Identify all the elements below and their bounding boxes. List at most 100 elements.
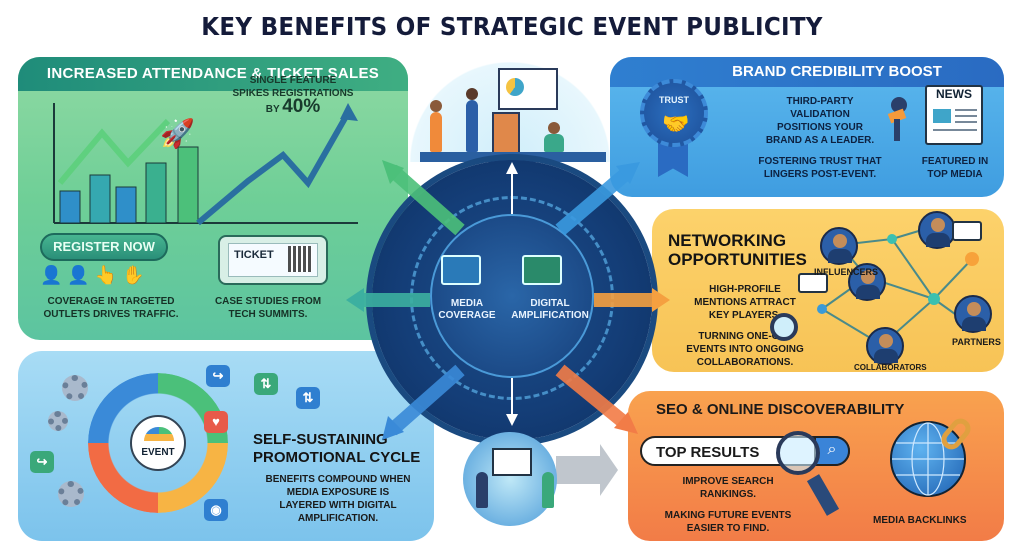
person-head bbox=[466, 88, 478, 100]
ribbon-icon bbox=[658, 143, 688, 177]
page-title: KEY BENEFITS OF STRATEGIC EVENT PUBLICIT… bbox=[201, 12, 823, 41]
ticket-icon: TICKET bbox=[218, 235, 328, 285]
brand-description: THIRD-PARTY VALIDATION POSITIONS YOUR BR… bbox=[750, 95, 890, 181]
register-now-button[interactable]: REGISTER NOW bbox=[40, 233, 168, 261]
event-bubble-icon: EVENT bbox=[130, 415, 186, 471]
text-line: MAKING FUTURE EVENTS bbox=[664, 510, 792, 521]
caption-line: OUTLETS DRIVES TRAFFIC. bbox=[43, 309, 179, 320]
person-figure bbox=[542, 472, 554, 508]
pie-chart-icon bbox=[506, 78, 524, 96]
retweet-icon: ⇅ bbox=[254, 373, 278, 395]
search-bar[interactable]: TOP RESULTS ⌕ bbox=[640, 436, 850, 466]
search-text: TOP RESULTS bbox=[656, 444, 760, 461]
magnifier-icon bbox=[770, 313, 798, 341]
person-figure bbox=[476, 472, 488, 508]
heart-icon: ♥ bbox=[204, 411, 228, 433]
text-line: POSITIONS YOUR bbox=[777, 122, 863, 133]
attendance-header: INCREASED ATTENDANCE & TICKET SALES bbox=[18, 57, 408, 91]
label-line: MEDIA bbox=[450, 298, 484, 309]
person-avatar bbox=[866, 327, 904, 365]
seo-panel: SEO & ONLINE DISCOVERABILITY TOP RESULTS… bbox=[628, 391, 1004, 541]
id-card-icon bbox=[798, 273, 828, 293]
presenter-figure bbox=[466, 100, 478, 152]
text-line: VALIDATION bbox=[790, 109, 850, 120]
influencers-label: INFLUENCERS bbox=[814, 267, 879, 277]
stage-base bbox=[420, 152, 606, 162]
event-label: EVENT bbox=[141, 447, 175, 458]
gear-icon bbox=[58, 481, 84, 507]
search-icon[interactable]: ⌕ bbox=[814, 436, 850, 466]
text-line: EVENTS INTO ONGOING bbox=[686, 344, 804, 355]
globe-icon bbox=[890, 421, 966, 497]
id-card-icon bbox=[952, 221, 982, 241]
person-avatar bbox=[820, 227, 858, 265]
collaborators-label: COLLABORATORS bbox=[854, 363, 927, 372]
person-avatar bbox=[848, 263, 886, 301]
registration-callout: SINGLE FEATURE SPIKES REGISTRATIONS BY 4… bbox=[223, 74, 363, 116]
newspaper-icon bbox=[441, 255, 481, 285]
brand-credibility-panel: BRAND CREDIBILITY BOOST TRUST 🤝 THIRD-PA… bbox=[610, 57, 1004, 197]
callout-line: SPIKES REGISTRATIONS bbox=[232, 88, 354, 99]
cycle-header: SELF-SUSTAINING PROMOTIONAL CYCLE bbox=[253, 431, 420, 467]
magnifying-glass-icon bbox=[776, 431, 820, 475]
networking-header: NETWORKING OPPORTUNITIES bbox=[668, 231, 807, 269]
person-avatar bbox=[954, 295, 992, 333]
text-line: AMPLIFICATION. bbox=[297, 513, 379, 524]
camera-icon: ◉ bbox=[204, 499, 228, 521]
text-line: IMPROVE SEARCH bbox=[682, 476, 774, 487]
networking-description: HIGH-PROFILE MENTIONS ATTRACT KEY PLAYER… bbox=[670, 283, 820, 369]
header-line: NETWORKING bbox=[668, 231, 787, 250]
label-line: COVERAGE bbox=[438, 310, 496, 321]
text-line: BENEFITS COMPOUND WHEN bbox=[265, 474, 411, 485]
brand-caption: FEATURED IN TOP MEDIA bbox=[915, 155, 995, 181]
callout-value: 40% bbox=[282, 96, 321, 117]
laptop-megaphone-icon bbox=[522, 255, 562, 285]
text-line: MENTIONS ATTRACT bbox=[694, 297, 796, 308]
share-icon: ↪ bbox=[206, 365, 230, 387]
podium-icon bbox=[492, 112, 520, 154]
ticket-label: TICKET bbox=[234, 249, 274, 261]
brand-header: BRAND CREDIBILITY BOOST bbox=[610, 57, 1004, 87]
attendance-caption-right: CASE STUDIES FROM TECH SUMMITS. bbox=[203, 295, 333, 321]
person-avatar bbox=[918, 211, 956, 249]
handshake-icon: 🤝 bbox=[662, 111, 690, 136]
label-line: DIGITAL bbox=[530, 298, 570, 309]
attendance-caption-left: COVERAGE IN TARGETED OUTLETS DRIVES TRAF… bbox=[36, 295, 186, 321]
gear-icon bbox=[62, 375, 88, 401]
rocket-icon: 🚀 bbox=[160, 118, 195, 149]
news-label: NEWS bbox=[936, 87, 972, 101]
promotional-cycle-panel: EVENT ↪ ⇅ ⇅ ♥ ↪ ◉ SELF-SUSTAINING PROMOT… bbox=[18, 351, 434, 541]
badge-label: TRUST bbox=[659, 95, 689, 105]
attendance-panel: INCREASED ATTENDANCE & TICKET SALES 🚀 SI… bbox=[18, 57, 408, 340]
microphone-icon bbox=[887, 97, 907, 141]
networking-panel: NETWORKING OPPORTUNITIES HIGH-PROFILE ME… bbox=[652, 209, 1004, 372]
text-line: BRAND AS A LEADER. bbox=[765, 135, 875, 146]
text-line: TURNING ONE-OFF bbox=[698, 331, 792, 342]
caption-line: COVERAGE IN TARGETED bbox=[47, 296, 175, 307]
reporter-figure bbox=[544, 134, 564, 152]
newspaper-icon: NEWS bbox=[925, 85, 983, 145]
seo-description: IMPROVE SEARCH RANKINGS. bbox=[658, 475, 798, 501]
text-line: RANKINGS. bbox=[699, 489, 757, 500]
person-figure bbox=[430, 112, 442, 152]
text-line: THIRD-PARTY bbox=[786, 96, 854, 107]
header-line: SELF-SUSTAINING bbox=[253, 431, 388, 448]
media-coverage-label: MEDIA COVERAGE bbox=[432, 298, 502, 322]
hub-core bbox=[430, 214, 594, 378]
media-backlinks-label: MEDIA BACKLINKS bbox=[873, 515, 967, 526]
qr-code-icon bbox=[288, 246, 312, 272]
caption-line: TOP MEDIA bbox=[927, 169, 983, 180]
chart-board-icon bbox=[492, 448, 532, 476]
growth-chart-icon bbox=[53, 103, 358, 226]
label-line: AMPLIFICATION bbox=[511, 310, 589, 321]
text-line: MEDIA EXPOSURE IS bbox=[286, 487, 390, 498]
text-line: HIGH-PROFILE bbox=[709, 284, 781, 295]
partners-label: PARTNERS bbox=[952, 337, 1001, 347]
text-line: FOSTERING TRUST THAT bbox=[758, 156, 882, 167]
callout-by: BY bbox=[265, 104, 280, 115]
hand-icon bbox=[806, 474, 840, 516]
header-line: OPPORTUNITIES bbox=[668, 250, 807, 269]
text-line: LAYERED WITH DIGITAL bbox=[279, 500, 397, 511]
share-icon: ↪ bbox=[30, 451, 54, 473]
digital-amplification-label: DIGITAL AMPLIFICATION bbox=[505, 298, 595, 322]
